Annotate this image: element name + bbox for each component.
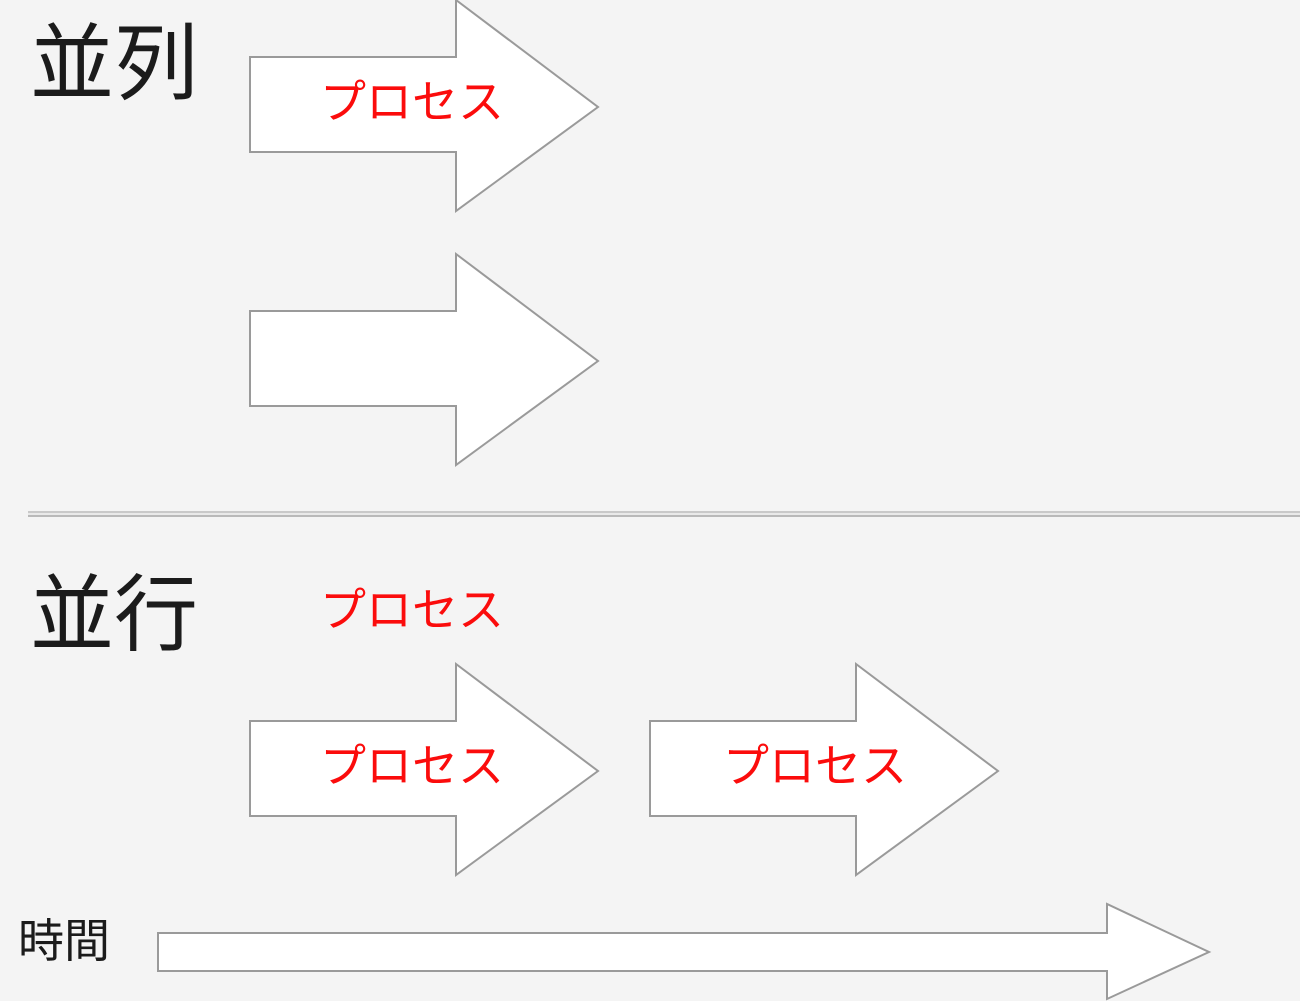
section-title-parallel-run: 並行 (30, 566, 199, 664)
section-title-parallel-list: 並列 (30, 15, 199, 113)
process-arrow-4: プロセス (648, 661, 1000, 877)
process-arrow-1: プロセス (248, 0, 600, 213)
timeline-right-arrow-icon (156, 902, 1212, 1001)
section-divider (28, 511, 1300, 517)
timeline-label: 時間 (18, 914, 110, 968)
process-arrow-2: プロセス (248, 251, 600, 633)
process-arrow-3: プロセス (248, 661, 600, 877)
timeline-arrow-shape (157, 902, 1212, 1001)
block-arrow-shape (649, 661, 1000, 877)
process-arrow-2-label: プロセス (320, 583, 504, 637)
block-arrow-shape (249, 251, 600, 467)
block-arrow-shape (249, 661, 600, 877)
block-arrow-shape (249, 0, 600, 213)
